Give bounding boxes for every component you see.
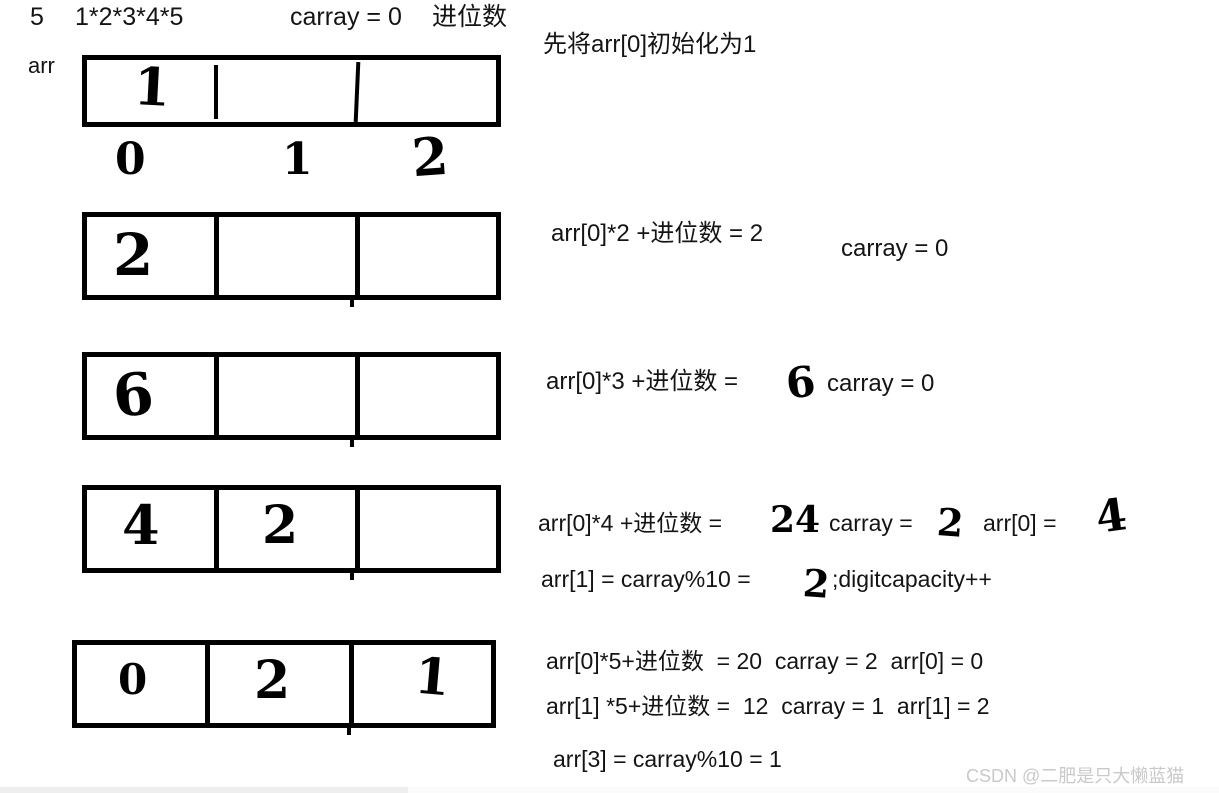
bottom-strip-left: [0, 787, 408, 793]
array-cell-value: 1: [132, 56, 172, 119]
equation-step2-main: arr[0]*2 +进位数 = 2: [551, 220, 764, 247]
cell-divider: [205, 645, 210, 723]
equation-step4-line2-b: ;digitcapacity++: [832, 566, 992, 592]
equation-step4-arr0-label: arr[0] =: [983, 510, 1063, 536]
header-n-value: 5: [30, 3, 44, 31]
cell-divider: [214, 65, 218, 119]
equation-step4-arr0-value: 4: [1092, 489, 1130, 544]
array-cell-value: 1: [412, 645, 453, 708]
cell-divider: [349, 645, 354, 723]
header-carry-init: carray = 0: [290, 3, 402, 31]
equation-step3-value: 6: [783, 356, 819, 409]
init-note: 先将arr[0]初始化为1: [543, 31, 757, 58]
arr-label: arr: [28, 53, 55, 78]
cell-divider: [214, 490, 219, 568]
cell-divider: [355, 217, 360, 295]
divider-nub: [350, 571, 354, 580]
array-cell-value: 0: [118, 655, 148, 704]
index-label-1: 1: [282, 134, 313, 185]
array-row-4: [82, 485, 501, 573]
index-label-2: 2: [409, 125, 451, 190]
csdn-watermark: CSDN @二肥是只大懒蓝猫: [966, 766, 1185, 786]
cell-divider: [214, 217, 219, 295]
equation-step4-line2-a: arr[1] = carray%10 =: [541, 566, 758, 592]
array-cell-value: 2: [113, 221, 154, 289]
equation-step5-line1: arr[0]*5+进位数 = 20 carray = 2 arr[0] = 0: [546, 648, 984, 674]
header-carry-label-cn: 进位数: [432, 3, 508, 31]
equation-step3-carry: carray = 0: [827, 370, 935, 397]
cell-divider: [353, 61, 361, 123]
header-expression: 1*2*3*4*5: [75, 3, 184, 31]
divider-nub: [347, 726, 351, 735]
cell-divider: [214, 357, 219, 435]
array-cell-value: 6: [109, 359, 157, 431]
divider-nub: [350, 298, 354, 307]
equation-step4-carry-label: carray =: [829, 510, 920, 536]
cell-divider: [355, 357, 360, 435]
array-cell-value: 4: [122, 493, 160, 557]
index-label-0: 0: [115, 134, 146, 185]
equation-step4-main: arr[0]*4 +进位数 =: [538, 510, 729, 536]
equation-step5-line3: arr[3] = carray%10 = 1: [553, 746, 782, 772]
equation-step4-carry-value: 2: [935, 499, 966, 546]
divider-nub: [350, 438, 354, 447]
array-cell-value: 2: [262, 495, 299, 556]
equation-step5-line2: arr[1] *5+进位数 = 12 carray = 1 arr[1] = 2: [546, 693, 990, 719]
bottom-strip: [0, 787, 1219, 793]
equation-step2-carry: carray = 0: [841, 235, 949, 262]
equation-step4-value: 24: [770, 499, 821, 541]
array-row-5: [72, 640, 496, 728]
equation-step4-line2-value: 2: [801, 560, 832, 607]
array-cell-value: 2: [254, 650, 291, 711]
array-row-1: [82, 55, 501, 127]
array-row-3: [82, 352, 501, 440]
equation-step3-main: arr[0]*3 +进位数 =: [546, 368, 745, 395]
array-row-2: [82, 212, 501, 300]
cell-divider: [355, 490, 360, 568]
